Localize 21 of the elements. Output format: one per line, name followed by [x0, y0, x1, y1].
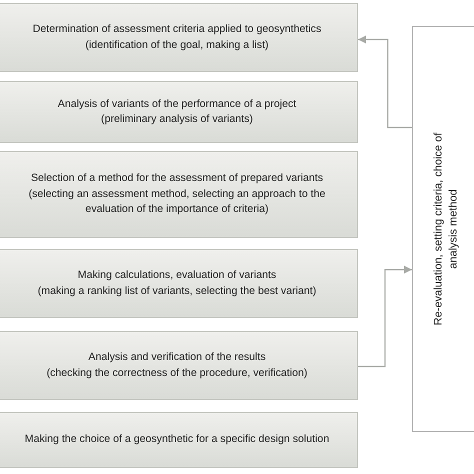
- box-text: Re-evaluation, setting criteria, choice of analysis method: [432, 132, 461, 328]
- box-text: (checking the correctness of the procedure, verification): [46, 366, 308, 380]
- process-box: [0, 81, 358, 143]
- box-text: Determination of assessment criteria applied to geosynthetics: [32, 22, 322, 38]
- box-text: (identification of the goal, making a list): [84, 38, 270, 52]
- box-text: (preliminary analysis of variants): [100, 112, 254, 127]
- box-text: Making the choice of a geosynthetic for a specific design solution: [24, 432, 330, 448]
- box-text: Analysis and verification of the results: [87, 350, 267, 366]
- box-text: (selecting an assessment method, selecting an approach to the evaluation of the importance of criteria): [28, 186, 326, 218]
- arrow: [358, 36, 412, 128]
- process-box: [0, 412, 358, 468]
- arrow: [358, 266, 412, 368]
- process-box: [0, 3, 358, 72]
- process-box: [0, 249, 358, 318]
- box-text: Selection of a method for the assessment of prepared variants: [30, 171, 324, 186]
- box-text: Making calculations, evaluation of variants: [76, 268, 278, 284]
- process-box: [0, 331, 358, 400]
- process-box: [0, 151, 358, 238]
- box-text: Analysis of variants of the performance of a project: [56, 96, 298, 112]
- box-text: (making a ranking list of variants, selecting the best variant): [36, 284, 318, 298]
- process-box: [412, 26, 474, 432]
